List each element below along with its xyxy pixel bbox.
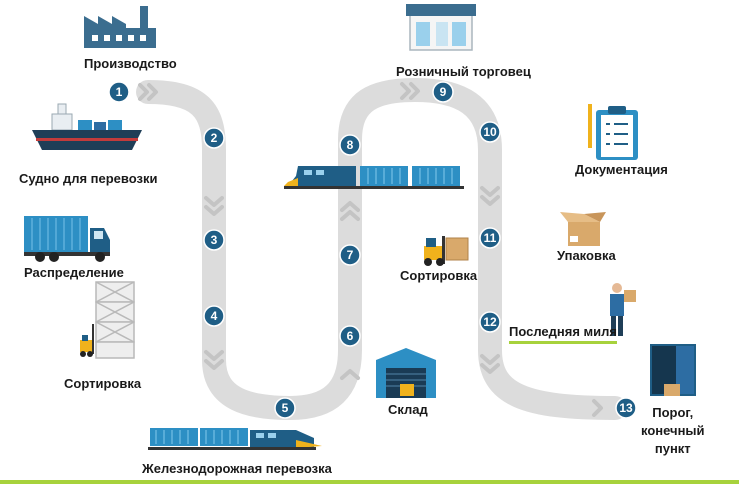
store-icon <box>406 4 476 51</box>
step-badge-7: 7 <box>339 244 361 266</box>
step-badge-5: 5 <box>274 397 296 419</box>
truck-icon <box>24 216 110 262</box>
bottom-accent-line <box>0 480 739 484</box>
label-warehouse: Склад <box>388 402 428 417</box>
chevron-down-icon <box>204 196 224 207</box>
label-distribution: Распределение <box>24 265 124 280</box>
chevron-down-icon <box>204 205 224 216</box>
label-last-mile: Последняя миля <box>509 324 617 344</box>
step-badge-2: 2 <box>203 127 225 149</box>
step-number: 10 <box>483 125 497 139</box>
chevron-down-icon <box>480 354 500 365</box>
step-number: 1 <box>116 85 123 99</box>
label-ship: Судно для перевозки <box>19 171 158 186</box>
step-number: 12 <box>483 315 497 329</box>
step-badge-13: 13 <box>615 397 637 419</box>
label-final-point: Порог, конечный пункт <box>641 405 705 456</box>
chevron-up-icon <box>340 210 360 221</box>
chevron-down-icon <box>480 186 500 197</box>
step-badge-11: 11 <box>479 227 501 249</box>
step-number: 9 <box>440 85 447 99</box>
step-number: 6 <box>347 329 354 343</box>
step-badge-4: 4 <box>203 305 225 327</box>
label-sorting-1: Сортировка <box>64 376 142 391</box>
label-retailer: Розничный торговец <box>396 64 531 79</box>
step-number: 5 <box>282 401 289 415</box>
label-rail-transport: Железнодорожная перевозка <box>142 461 332 476</box>
clipboard-icon <box>588 104 638 160</box>
label-packaging: Упаковка <box>557 248 616 263</box>
factory-icon <box>84 6 156 48</box>
step-badge-6: 6 <box>339 325 361 347</box>
chevron-right-icon <box>147 83 158 101</box>
label-production: Производство <box>84 56 177 71</box>
step-number: 13 <box>619 401 633 415</box>
chevron-right-icon <box>138 83 149 101</box>
step-badge-9: 9 <box>432 81 454 103</box>
train-icon <box>148 428 322 450</box>
warehouse-icon <box>376 348 436 398</box>
step-number: 11 <box>484 231 497 245</box>
chevron-down-icon <box>204 359 224 370</box>
chevron-down-icon <box>204 350 224 361</box>
chevron-down-icon <box>480 195 500 206</box>
ship-icon <box>32 103 142 150</box>
forklift-icon <box>424 236 469 266</box>
step-number: 8 <box>347 138 354 152</box>
step-badge-10: 10 <box>479 121 501 143</box>
step-badge-8: 8 <box>339 134 361 156</box>
train-icon <box>284 166 464 189</box>
step-number: 2 <box>211 131 218 145</box>
forklift-icon <box>80 324 94 357</box>
chevron-down-icon <box>480 363 500 374</box>
crate-stack-icon <box>95 281 135 359</box>
step-number: 3 <box>211 233 218 247</box>
step-badge-1: 1 <box>108 81 130 103</box>
chevron-right-icon <box>409 82 420 100</box>
chevron-up-icon <box>340 201 360 212</box>
box-icon <box>560 212 606 246</box>
step-badge-12: 12 <box>479 311 501 333</box>
label-sorting-2: Сортировка <box>400 268 478 283</box>
courier-icon <box>610 283 636 336</box>
chevron-right-icon <box>592 399 603 417</box>
chevron-right-icon <box>400 82 411 100</box>
step-number: 4 <box>211 309 218 323</box>
step-badge-3: 3 <box>203 229 225 251</box>
chevron-up-icon <box>340 369 360 380</box>
door-icon <box>650 344 696 396</box>
label-documentation: Документация <box>575 162 668 177</box>
step-number: 7 <box>347 248 354 262</box>
